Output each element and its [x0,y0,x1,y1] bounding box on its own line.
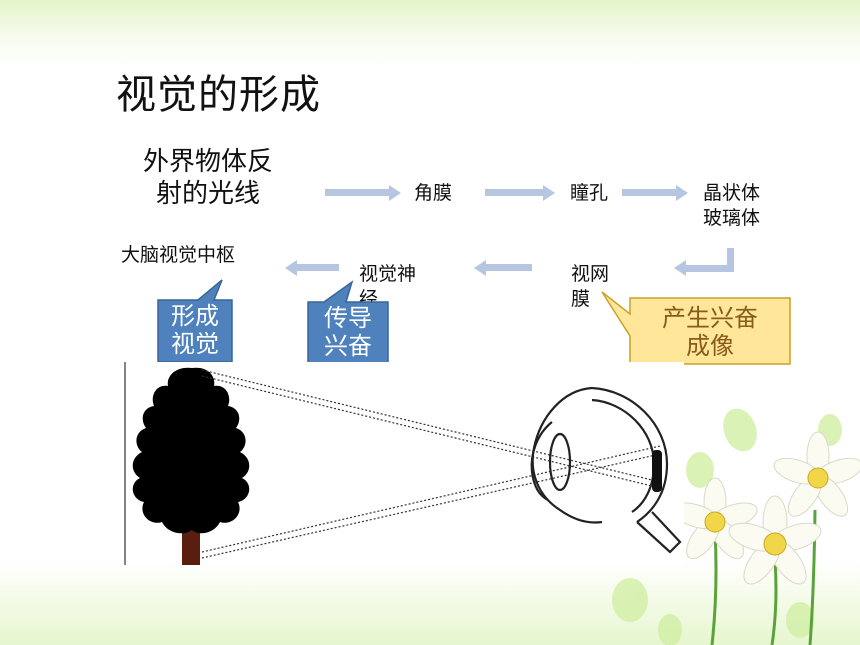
callout-image-line-1: 产生兴奋 [662,304,758,332]
callout-vision-line-1: 形成 [171,302,219,330]
node-lens: 晶状体 玻璃体 [703,181,760,231]
flower-decoration [612,408,860,645]
callout-vision-line-2: 视觉 [171,330,219,358]
callout-vision: 形成 视觉 [158,302,232,358]
source-line-1: 外界物体反 [142,147,273,177]
node-cornea: 角膜 [414,182,453,204]
arrow-source-to-cornea [325,185,401,201]
node-lens-line-1: 晶状体 [703,182,761,204]
node-brain: 大脑视觉中枢 [121,244,236,266]
tree-icon [132,367,250,565]
node-retina-line-2: 膜 [571,288,591,310]
eye-icon [530,386,682,554]
node-nerve-line-1: 视觉神 [359,263,417,285]
node-retina: 视网 膜 [571,262,609,312]
arrow-cornea-to-pupil [485,185,555,201]
callout-image: 产生兴奋 成像 [632,304,788,360]
eye-tree-illustration [122,362,684,567]
callout-image-shape [601,291,791,365]
slide-title: 视觉的形成 [116,72,321,118]
node-pupil: 瞳孔 [570,182,609,204]
callout-conduct: 传导 兴奋 [308,304,388,360]
callout-conduct-line-1: 传导 [324,304,372,332]
source-light-label: 外界物体反 射的光线 [128,146,288,210]
node-lens-line-2: 玻璃体 [703,207,761,229]
callout-conduct-line-2: 兴奋 [324,332,372,360]
source-line-2: 射的光线 [155,179,260,209]
arrow-pupil-to-lens [622,185,688,201]
arrow-lens-to-retina [674,248,734,276]
arrow-nerve-to-brain [285,260,339,276]
callout-image-line-2: 成像 [686,332,734,360]
node-retina-line-1: 视网 [571,263,610,285]
arrow-retina-to-nerve [474,260,532,276]
